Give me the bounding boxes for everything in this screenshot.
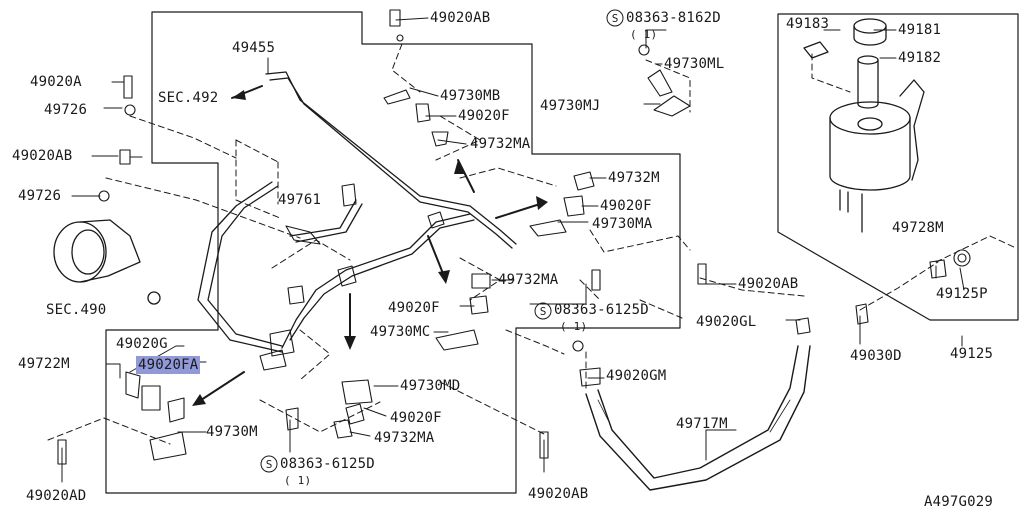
callout-49726-2[interactable]: 49726 bbox=[18, 188, 62, 204]
callout-49020GM[interactable]: 49020GM bbox=[606, 368, 667, 384]
callout-49730MC[interactable]: 49730MC bbox=[370, 324, 431, 340]
callout-49182[interactable]: 49182 bbox=[898, 50, 942, 66]
callout-49717M[interactable]: 49717M bbox=[676, 416, 728, 432]
callout-49730MJ[interactable]: 49730MJ bbox=[540, 98, 601, 114]
callout-49030D[interactable]: 49030D bbox=[850, 348, 902, 364]
diagram-code: A497G029 bbox=[924, 494, 994, 510]
callout-49020F-2[interactable]: 49020F bbox=[600, 198, 652, 214]
callout-qty-8162D: ( 1) bbox=[630, 28, 658, 41]
callout-49020FA-highlighted[interactable]: 49020FA bbox=[136, 356, 201, 374]
callout-49732MA-1[interactable]: 49732MA bbox=[470, 136, 531, 152]
callout-49020AB-mid[interactable]: 49020AB bbox=[738, 276, 799, 292]
callout-49730MB[interactable]: 49730MB bbox=[440, 88, 501, 104]
callout-49732M[interactable]: 49732M bbox=[608, 170, 660, 186]
callout-49181[interactable]: 49181 bbox=[898, 22, 942, 38]
callout-sec-490[interactable]: SEC.490 bbox=[46, 302, 107, 318]
callout-49020F-4[interactable]: 49020F bbox=[390, 410, 442, 426]
callout-49020G[interactable]: 49020G bbox=[116, 336, 168, 352]
callout-49020AD[interactable]: 49020AD bbox=[26, 488, 87, 504]
callout-49125P[interactable]: 49125P bbox=[936, 286, 988, 302]
callout-49730MD[interactable]: 49730MD bbox=[400, 378, 461, 394]
callout-49726-1[interactable]: 49726 bbox=[44, 102, 88, 118]
callout-qty-6125D-1: ( 1) bbox=[560, 320, 588, 333]
svg-text:S: S bbox=[540, 305, 547, 318]
svg-text:S: S bbox=[266, 458, 273, 471]
callout-49730M[interactable]: 49730M bbox=[206, 424, 258, 440]
callout-49761[interactable]: 49761 bbox=[278, 192, 322, 208]
callout-qty-6125D-2: ( 1) bbox=[284, 474, 312, 487]
callout-49020AB-top[interactable]: 49020AB bbox=[430, 10, 491, 26]
svg-text:S: S bbox=[612, 12, 619, 25]
reservoir-tank bbox=[803, 18, 925, 233]
hardware-parts bbox=[57, 9, 971, 465]
callout-49183[interactable]: 49183 bbox=[786, 16, 830, 32]
callout-49020F-1[interactable]: 49020F bbox=[458, 108, 510, 124]
callout-49730ML[interactable]: 49730ML bbox=[664, 56, 725, 72]
pump-body bbox=[53, 219, 161, 305]
reservoir-box-outline bbox=[777, 13, 1019, 321]
callout-sec-492[interactable]: SEC.492 bbox=[158, 90, 219, 106]
callout-08363-6125D-2[interactable]: 08363-6125D bbox=[280, 456, 375, 472]
screw-symbol-circles bbox=[260, 9, 624, 473]
callout-49020AB-left[interactable]: 49020AB bbox=[12, 148, 73, 164]
direction-arrows bbox=[197, 85, 541, 403]
callout-49455[interactable]: 49455 bbox=[232, 40, 276, 56]
callout-49732MA-3[interactable]: 49732MA bbox=[374, 430, 435, 446]
main-assembly-outline bbox=[105, 11, 681, 494]
callout-49732MA-2[interactable]: 49732MA bbox=[498, 272, 559, 288]
callout-49020A[interactable]: 49020A bbox=[30, 74, 82, 90]
leader-lines bbox=[61, 17, 965, 483]
callout-49730MA[interactable]: 49730MA bbox=[592, 216, 653, 232]
pressure-pipes bbox=[197, 71, 517, 353]
callout-08363-6125D-1[interactable]: 08363-6125D bbox=[554, 302, 649, 318]
callout-08363-8162D[interactable]: 08363-8162D bbox=[626, 10, 721, 26]
arrow-heads bbox=[192, 90, 548, 406]
callout-49728M[interactable]: 49728M bbox=[892, 220, 944, 236]
callout-49020GL[interactable]: 49020GL bbox=[696, 314, 757, 330]
callout-49020AB-bottom[interactable]: 49020AB bbox=[528, 486, 589, 502]
callout-49125[interactable]: 49125 bbox=[950, 346, 994, 362]
callout-49020F-3[interactable]: 49020F bbox=[388, 300, 440, 316]
callout-49722M[interactable]: 49722M bbox=[18, 356, 70, 372]
return-hose bbox=[585, 345, 811, 491]
